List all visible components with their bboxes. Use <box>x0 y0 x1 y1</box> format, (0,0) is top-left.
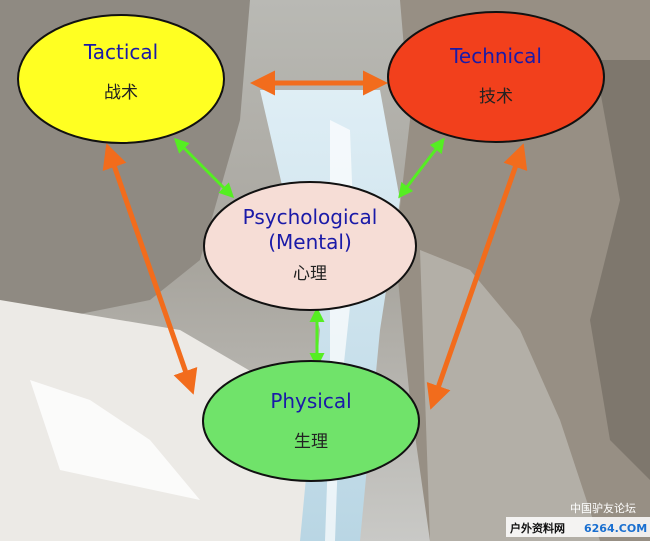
technical-ellipse <box>387 11 605 143</box>
tactical-psychological-arrow <box>173 137 235 199</box>
watermark-line3: 6264.COM <box>584 522 647 535</box>
secondary-arrows <box>173 137 445 368</box>
physical-ellipse <box>202 360 420 482</box>
physical-subtitle: 生理 <box>294 432 328 452</box>
psychological-subtitle: 心理 <box>293 264 327 284</box>
physical-title: Physical <box>270 389 351 413</box>
tactical-physical-arrow <box>102 143 198 395</box>
physical-node: Physical 生理 <box>202 360 420 482</box>
primary-arrows <box>102 70 528 410</box>
tactical-subtitle: 战术 <box>104 83 138 103</box>
psychological-title-line2: (Mental) <box>268 230 352 254</box>
tactical-node: Tactical 战术 <box>17 14 225 144</box>
watermark-line2: 户外资料网 <box>510 521 565 535</box>
technical-psychological-arrow <box>398 137 445 199</box>
psychological-ellipse <box>203 181 417 311</box>
technical-node: Technical 技术 <box>387 11 605 143</box>
technical-subtitle: 技术 <box>479 87 513 107</box>
psychological-node: Psychological (Mental) 心理 <box>203 181 417 311</box>
watermark-line1: 中国驴友论坛 <box>570 501 636 515</box>
watermark: 中国驴友论坛 户外资料网 6264.COM <box>506 501 650 537</box>
tactical-title: Tactical <box>83 40 158 64</box>
technical-title: Technical <box>449 44 542 68</box>
technical-physical-arrow <box>426 143 528 410</box>
tactical-ellipse <box>17 14 225 144</box>
psychological-title-line1: Psychological <box>243 205 378 229</box>
